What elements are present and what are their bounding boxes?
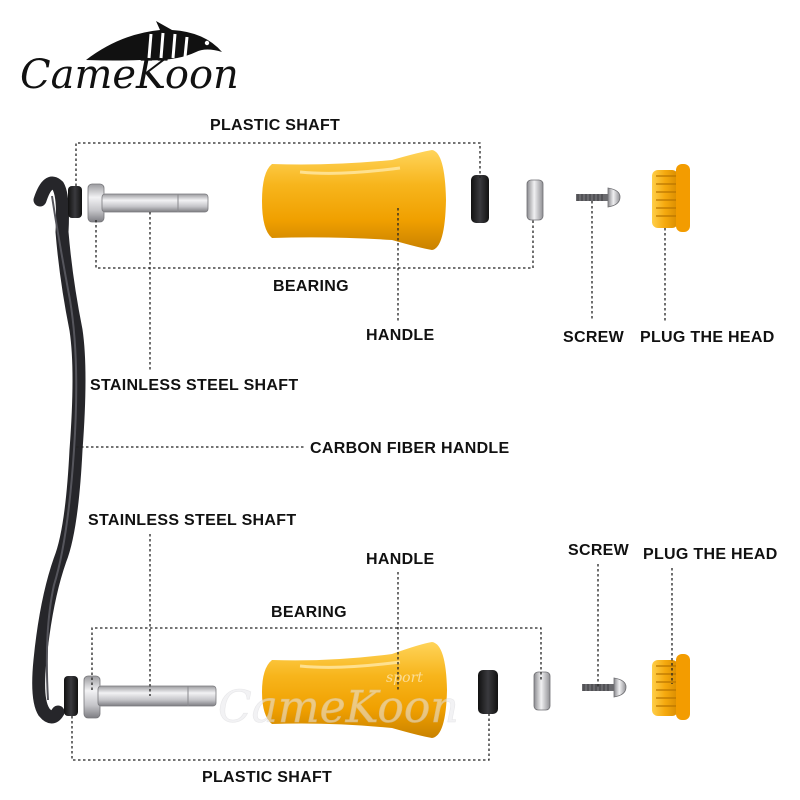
bottom-plug-head xyxy=(652,654,690,720)
label-top-screw: SCREW xyxy=(563,329,625,346)
bottom-assembly xyxy=(64,642,690,738)
bottom-steel-shaft xyxy=(83,675,217,719)
watermark: CameKoon sport xyxy=(218,670,459,733)
top-plug-head xyxy=(652,164,690,232)
label-bottom-handle: HANDLE xyxy=(366,551,434,568)
bottom-plastic-washer xyxy=(64,676,78,716)
label-bottom-screw: SCREW xyxy=(568,542,630,559)
top-gold-handle xyxy=(262,150,446,250)
fish-logo-icon xyxy=(86,21,222,61)
bottom-bearing xyxy=(533,671,551,711)
label-top-bearing: BEARING xyxy=(273,278,349,295)
bottom-gold-handle xyxy=(262,642,447,738)
top-assembly xyxy=(68,150,690,250)
label-bottom-bearing: BEARING xyxy=(271,604,347,621)
label-carbon-fiber-handle: CARBON FIBER HANDLE xyxy=(310,440,510,457)
brand-name: CameKoon xyxy=(20,52,239,98)
label-bottom-plug-head: PLUG THE HEAD xyxy=(643,546,778,563)
label-bottom-plastic-shaft: PLASTIC SHAFT xyxy=(202,769,332,786)
top-plastic-washer xyxy=(68,186,82,218)
brand-logo: CameKoon xyxy=(20,21,239,98)
label-top-plastic-shaft: PLASTIC SHAFT xyxy=(210,117,340,134)
callout-labels: PLASTIC SHAFT BEARING HANDLE SCREW PLUG … xyxy=(88,117,778,786)
label-top-handle: HANDLE xyxy=(366,327,434,344)
top-steel-shaft xyxy=(87,183,209,223)
top-bearing xyxy=(526,179,544,221)
leader-lines xyxy=(71,142,673,761)
bottom-screw xyxy=(582,677,627,698)
label-top-plug-head: PLUG THE HEAD xyxy=(640,329,775,346)
top-screw xyxy=(576,187,621,208)
label-bottom-stainless-shaft: STAINLESS STEEL SHAFT xyxy=(88,512,296,529)
watermark-tag: sport xyxy=(386,670,423,686)
watermark-text: CameKoon xyxy=(218,682,459,733)
bottom-plastic-bushing xyxy=(478,670,498,714)
label-top-stainless-shaft: STAINLESS STEEL SHAFT xyxy=(90,377,298,394)
top-plastic-bushing xyxy=(471,175,489,223)
carbon-fiber-arm xyxy=(32,176,86,724)
